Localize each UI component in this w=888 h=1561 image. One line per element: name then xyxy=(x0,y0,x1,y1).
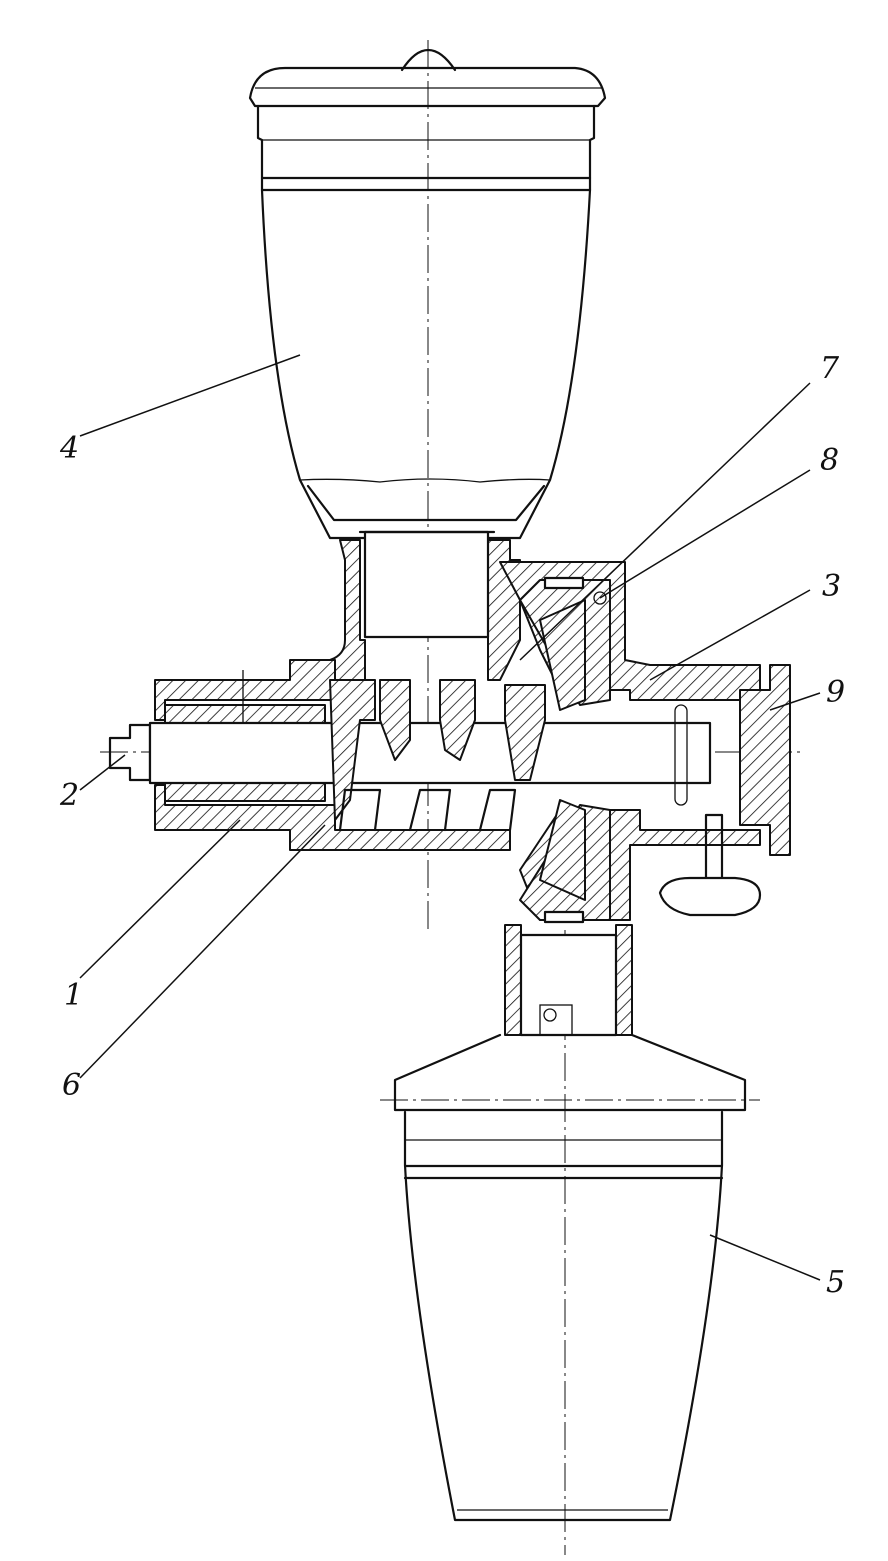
blade-1 xyxy=(329,679,376,821)
blade-4 xyxy=(504,684,546,781)
leader-1 xyxy=(79,819,241,979)
hopper-lid xyxy=(248,66,607,108)
hopper-body xyxy=(256,104,596,540)
leader-7 xyxy=(519,382,811,661)
callout-1: 1 xyxy=(64,978,83,1013)
adjusting-screw xyxy=(658,813,762,917)
callout-7: 7 xyxy=(820,351,840,386)
leader-8 xyxy=(599,469,811,599)
upper-housing-neck-left xyxy=(329,539,366,681)
crusher-rotor xyxy=(329,679,546,832)
outlet-latch xyxy=(539,1004,573,1036)
blade-2 xyxy=(379,679,411,761)
main-shaft xyxy=(108,670,712,806)
cone-inner-lower xyxy=(539,799,586,901)
end-cap-9 xyxy=(739,664,791,856)
outlet-bore xyxy=(519,933,618,1037)
shaft-pin xyxy=(674,704,688,806)
outlet-pin xyxy=(543,1008,557,1022)
blade-lower-1 xyxy=(338,788,382,832)
receptacle-funnel xyxy=(393,1033,747,1112)
ball-8 xyxy=(593,591,607,605)
lower-receptacle xyxy=(393,1033,747,1522)
outlet-neck xyxy=(504,924,633,1037)
shaft-body xyxy=(148,721,712,785)
callout-8: 8 xyxy=(820,443,839,478)
leader-6 xyxy=(79,824,326,1079)
leader-9 xyxy=(769,692,821,711)
bearing-bush-left xyxy=(164,704,326,724)
callout-4: 4 xyxy=(59,431,79,466)
blade-lower-3 xyxy=(478,788,517,832)
hopper-inner-cone xyxy=(306,484,546,522)
cone-inner xyxy=(539,599,586,711)
leader-3 xyxy=(649,589,811,681)
leader-2 xyxy=(79,754,126,791)
callout-9: 9 xyxy=(826,675,845,710)
receptacle-body xyxy=(403,1110,724,1522)
adjusting-knob xyxy=(658,876,762,917)
callout-3: 3 xyxy=(822,569,841,604)
feed-throat xyxy=(363,530,490,639)
outlet-wall-right xyxy=(615,924,633,1036)
callout-2: 2 xyxy=(59,778,79,813)
outlet-wall-left xyxy=(504,924,522,1036)
callout-6: 6 xyxy=(62,1068,81,1103)
ring-7-lower xyxy=(543,910,585,924)
leader-5 xyxy=(709,1234,821,1281)
upper-hopper xyxy=(248,48,607,540)
callout-5: 5 xyxy=(826,1265,845,1300)
grain-level xyxy=(299,478,551,483)
blade-lower-2 xyxy=(408,788,452,832)
screw-shank xyxy=(704,813,724,887)
bearing-bush-left-lower xyxy=(164,782,326,802)
ring-7 xyxy=(543,576,585,590)
blade-3 xyxy=(439,679,476,761)
hopper-knob xyxy=(400,48,457,72)
conical-millstone xyxy=(519,576,611,924)
leader-4 xyxy=(79,354,301,437)
